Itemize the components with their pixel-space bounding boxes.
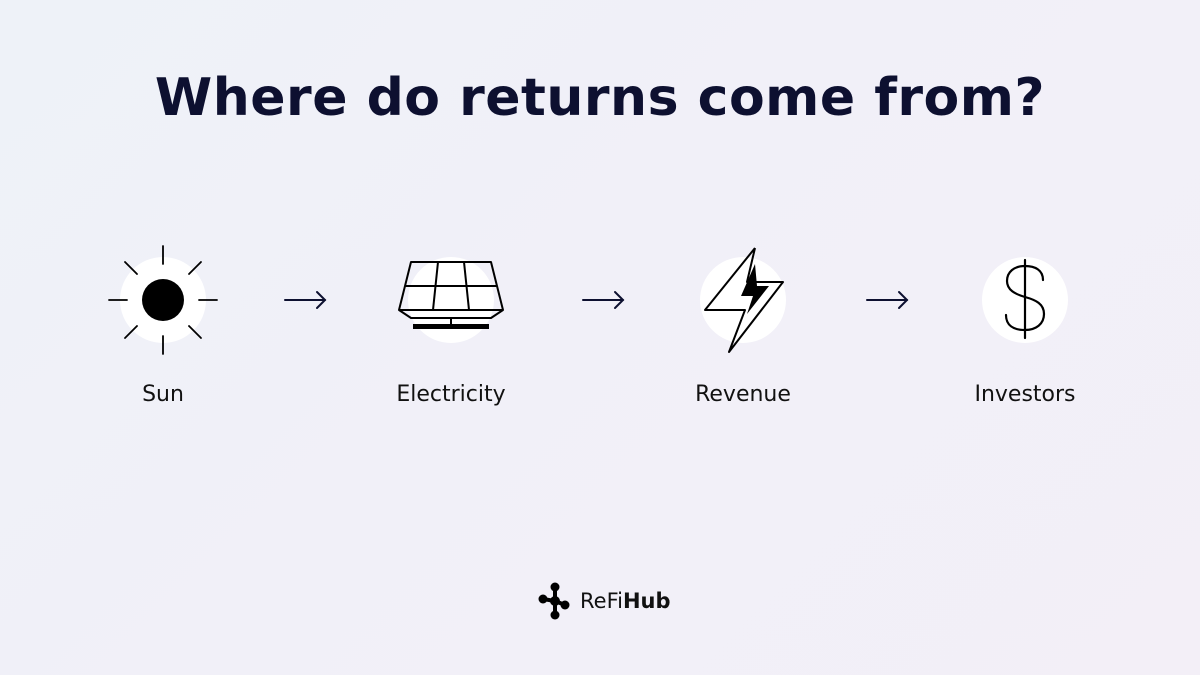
arrow-right-icon [581,287,627,313]
solar-panel-icon [391,240,511,360]
page-title: Where do returns come from? [154,68,1046,128]
brand-name-bold: Hub [622,589,671,613]
refihub-logo-icon [538,582,570,620]
step-label-electricity: Electricity [396,382,506,407]
sun-icon [103,240,223,360]
dollar-sign-icon [965,240,1085,360]
step-label-sun: Sun [142,382,184,407]
brand-logo: ReFiHub [538,581,671,621]
arrow-right-icon [865,287,911,313]
brand-name: ReFiHub [580,589,671,613]
brand-name-light: ReFi [580,589,623,613]
lightning-bolt-icon [683,240,803,360]
step-label-revenue: Revenue [695,382,791,407]
arrow-right-icon [283,287,329,313]
step-label-investors: Investors [974,382,1076,407]
